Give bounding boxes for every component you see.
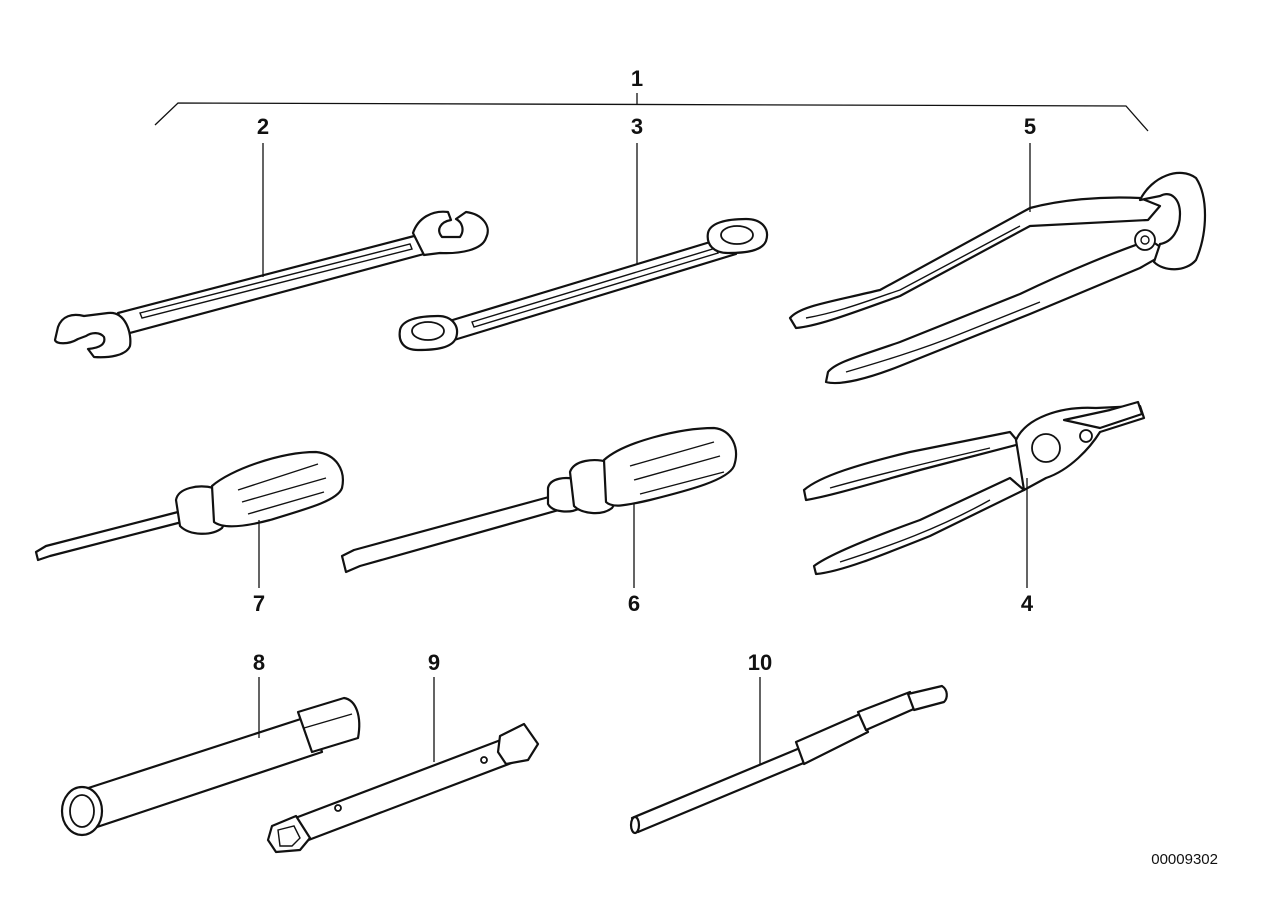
callout-3: 3	[631, 114, 643, 139]
open-end-wrench	[53, 210, 489, 359]
callout-1: 1	[631, 66, 643, 91]
large-screwdriver	[340, 426, 738, 574]
tommy-bar-tool	[629, 684, 948, 835]
spark-plug-wrench	[266, 722, 540, 854]
tubular-socket-wrench	[60, 696, 361, 837]
document-number: 00009302	[1151, 851, 1218, 868]
callout-6: 6	[628, 591, 640, 616]
callout-7: 7	[253, 591, 265, 616]
callout-2: 2	[257, 114, 269, 139]
callout-4: 4	[1021, 591, 1034, 616]
callout-8: 8	[253, 650, 265, 675]
combination-pliers	[802, 400, 1146, 576]
callout-10: 10	[748, 650, 772, 675]
callout-9: 9	[428, 650, 440, 675]
callout-5: 5	[1024, 114, 1036, 139]
box-end-wrench	[398, 217, 769, 352]
tool-kit-group-bracket: 1	[154, 66, 1149, 132]
small-screwdriver	[34, 450, 344, 562]
water-pump-pliers	[788, 171, 1207, 385]
